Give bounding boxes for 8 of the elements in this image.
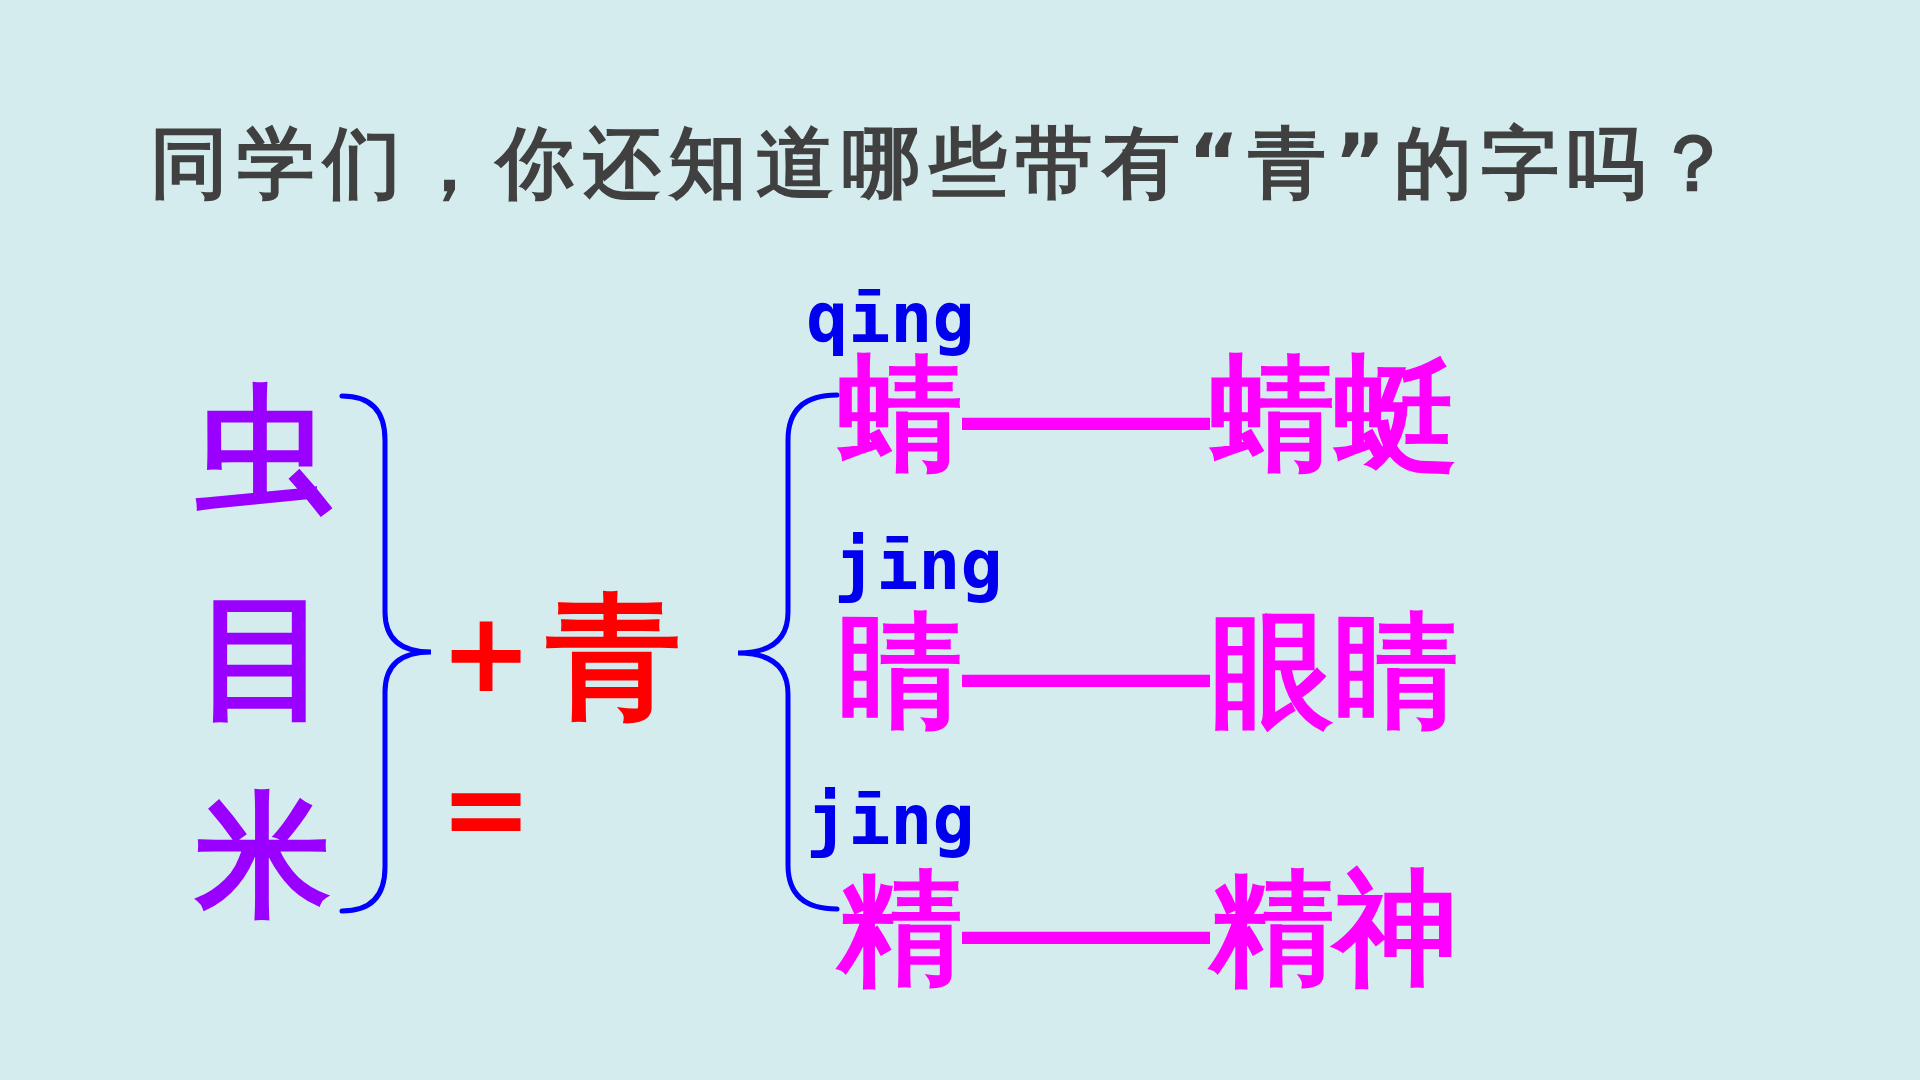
- equals-sign: =: [440, 754, 533, 864]
- character-word-text: 睛——眼睛: [838, 609, 1458, 733]
- radical-character: 虫: [196, 381, 331, 516]
- title-text: 同学们，你还知道哪些带有“青”的字吗？: [150, 124, 1741, 202]
- plus-sign: +: [440, 598, 533, 708]
- radical-character: 米: [196, 788, 331, 923]
- radical-character: 目: [196, 590, 331, 725]
- base-character: 青: [546, 590, 681, 725]
